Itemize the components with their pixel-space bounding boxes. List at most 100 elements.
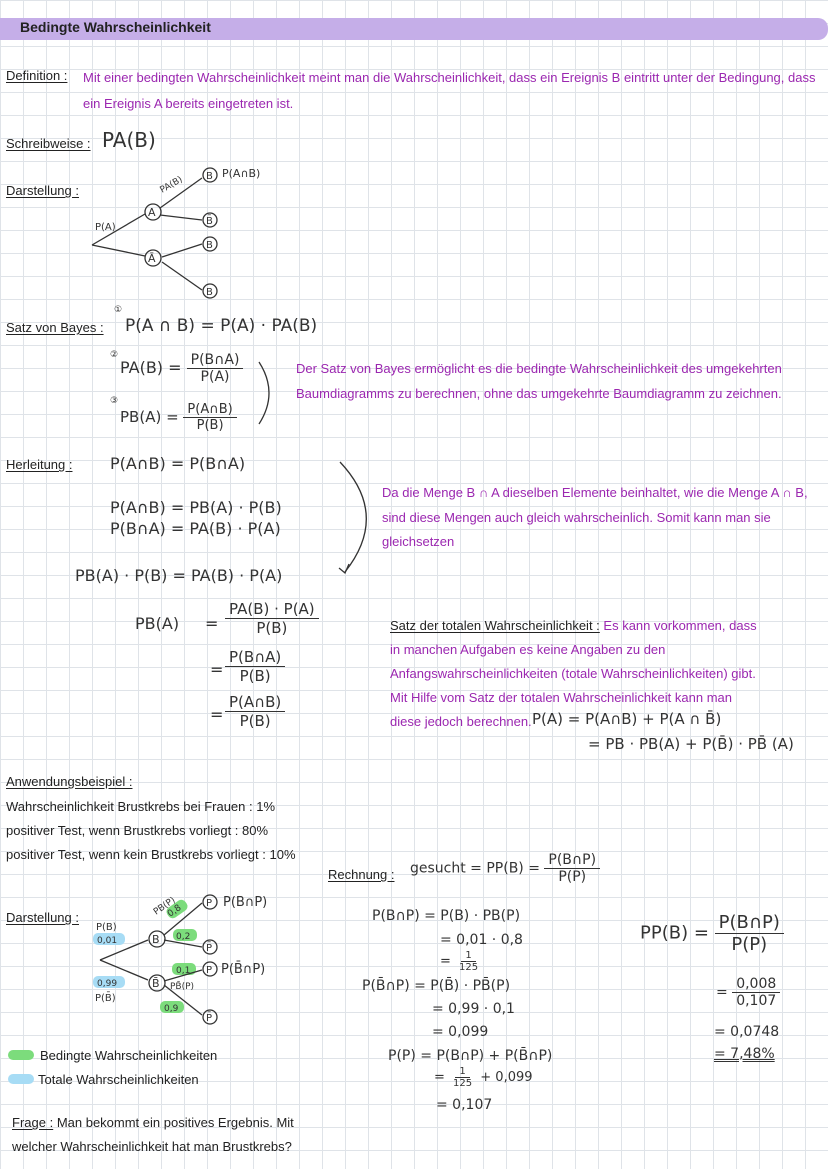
herleitung-line-4: PB(A) · P(B) = PA(B) · P(A) <box>75 566 283 585</box>
tree2-pbbar-val: 0,99 <box>97 979 117 989</box>
tree1-result: P(A∩B) <box>222 167 260 180</box>
tree1-node-b3: B <box>206 287 213 298</box>
totale-label: Satz der totalen Wahrscheinlichkeit : <box>390 618 600 633</box>
calc-line-5: = 0,99 · 0,1 <box>432 1001 515 1017</box>
totale-line-4: Mit Hilfe vom Satz der totalen Wahrschei… <box>390 690 732 705</box>
result-line-3: = 0,0748 <box>714 1024 780 1040</box>
calc-line-7: P(P) = P(B∩P) + P(B̄∩P) <box>388 1048 553 1064</box>
result2-den: 0,107 <box>736 993 777 1009</box>
tree2-pb-val: 0,01 <box>97 936 117 946</box>
herleitung-eq-1: = <box>205 614 219 633</box>
tree2-node-pbar: P̄ <box>206 941 212 954</box>
tree2-val-01: 0,1 <box>176 966 190 976</box>
calc-line-9: = 0,107 <box>436 1097 493 1113</box>
tree2-pbbar: P(B̄) <box>95 991 116 1004</box>
beispiel-line-3: positiver Test, wenn kein Brustkrebs vor… <box>6 847 296 862</box>
frage-t1: Man bekommt ein positives Ergebnis. Mit <box>56 1115 294 1130</box>
beispiel-line-2: positiver Test, wenn Brustkrebs vorliegt… <box>6 823 269 838</box>
tree2-node-p: P <box>206 898 212 909</box>
calc-line-6: = 0,099 <box>432 1024 489 1040</box>
bayes-f3-lhs: PB(A) = <box>120 408 179 426</box>
result-num: P(B∩P) <box>714 912 784 934</box>
darstellung-label: Darstellung : <box>6 183 79 198</box>
schreibweise-formula: PA(B) <box>102 128 156 152</box>
tree2-node-p2: P <box>206 965 212 976</box>
result-formula: PP(B) = P(B∩P)P(P) <box>640 912 784 955</box>
totale-line-2: in manchen Aufgaben es keine Angaben zu … <box>390 642 666 657</box>
bayes-note-1: Der Satz von Bayes ermöglicht es die bed… <box>296 361 782 376</box>
bayes-f2-num: P(B∩A) <box>186 352 244 369</box>
tree2-result-2: P(B̄∩P) <box>221 962 265 977</box>
tree2-pb: P(B) <box>96 922 117 933</box>
totale-line-5: diese jedoch berechnen. <box>390 714 532 729</box>
totale-formula-1: P(A) = P(A∩B) + P(A ∩ B̄) <box>532 710 722 728</box>
calc-c8-tail: + 0,099 <box>480 1070 533 1085</box>
definition-line-1: Mit einer bedingten Wahrscheinlichkeit m… <box>83 70 816 85</box>
herleitung-f1-num: PA(B) · P(A) <box>225 600 319 619</box>
bayes-f3-num: P(A∩B) <box>183 402 237 418</box>
herleitung-eq-3: = <box>210 705 224 724</box>
herleitung-frac-3: P(A∩B)P(B) <box>225 693 286 730</box>
bayes-marker-2: ② <box>110 350 119 360</box>
bayes-label: Satz von Bayes : <box>6 320 104 335</box>
tree-diagram-1: P(A) PA(B) A B B̄ Ā B B P(A∩B) <box>91 167 260 299</box>
herleitung-line-2: P(A∩B) = PB(A) · P(B) <box>110 498 282 517</box>
herleitung-note-2: sind diese Mengen auch gleich wahrschein… <box>382 510 771 525</box>
tree2-node-pbar2: P̄ <box>206 1011 212 1024</box>
bayes-marker-3: ③ <box>110 396 119 406</box>
result-den: P(P) <box>731 934 768 955</box>
herleitung-arrow <box>338 461 367 575</box>
herleitung-f2-den: P(B) <box>239 667 271 685</box>
bayes-formula-3: PB(A) = P(A∩B)P(B) <box>120 402 237 433</box>
bayes-marker-1: ① <box>114 305 123 315</box>
calc-c3-num: 1 <box>461 950 476 962</box>
definition-label: Definition : <box>6 68 68 83</box>
tree1-node-b: B <box>206 171 213 182</box>
tree2-val-02: 0,2 <box>176 932 190 942</box>
herleitung-lhs: PB(A) <box>135 614 180 633</box>
tree2-val-09: 0,9 <box>164 1004 179 1014</box>
result2-num: 0,008 <box>732 976 781 993</box>
frage-line-2: welcher Wahrscheinlichkeit hat man Brust… <box>12 1139 292 1154</box>
herleitung-f3-den: P(B) <box>239 712 271 730</box>
gesucht-den: P(P) <box>558 869 587 885</box>
rechnung-label: Rechnung : <box>328 867 395 882</box>
bayes-formula-1: P(A ∩ B) = P(A) · PA(B) <box>125 316 318 336</box>
legend-green-swatch <box>8 1050 34 1060</box>
herleitung-line-3: P(B∩A) = PA(B) · P(A) <box>110 519 281 538</box>
tree2-pbbarp: PB̄(P) <box>170 980 194 992</box>
tree1-node-a: A <box>148 206 156 219</box>
page-title: Bedingte Wahrscheinlichkeit <box>20 19 211 35</box>
beispiel-line-1: Wahrscheinlichkeit Brustkrebs bei Frauen… <box>6 799 276 814</box>
legend-blue-label: Totale Wahrscheinlichkeiten <box>38 1072 199 1087</box>
frage-line-1: Frage : Man bekommt ein positives Ergebn… <box>12 1111 294 1134</box>
gesucht-lhs: gesucht = PP(B) = <box>410 860 540 877</box>
herleitung-label: Herleitung : <box>6 457 73 472</box>
legend-green-label: Bedingte Wahrscheinlichkeiten <box>40 1048 218 1063</box>
herleitung-line-1: P(A∩B) = P(B∩A) <box>110 454 246 473</box>
tree1-node-abar: Ā <box>148 252 156 265</box>
herleitung-note-1: Da die Menge B ∩ A dieselben Elemente be… <box>382 485 808 500</box>
bayes-f2-lhs: PA(B) = <box>120 358 182 377</box>
herleitung-note-3: gleichsetzen <box>382 534 455 549</box>
legend-blue-swatch <box>8 1074 34 1084</box>
tree2-node-b: B <box>152 933 160 946</box>
bayes-bracket <box>258 361 270 425</box>
totale-t1: Es kann vorkommen, dass <box>603 618 757 633</box>
schreibweise-label: Schreibweise : <box>6 136 91 151</box>
calc-c8-num: 1 <box>455 1066 470 1078</box>
title-bar <box>0 18 828 40</box>
tree1-label-pab: PA(B) <box>159 175 185 196</box>
bayes-f2-den: P(A) <box>200 369 230 385</box>
result-lhs: PP(B) = <box>640 922 709 944</box>
calc-c8-den: 125 <box>453 1078 473 1089</box>
tree2-result-1: P(B∩P) <box>223 895 267 910</box>
beispiel-label: Anwendungsbeispiel : <box>6 774 133 789</box>
herleitung-f2-num: P(B∩A) <box>225 648 286 667</box>
gesucht-num: P(B∩P) <box>544 852 601 869</box>
herleitung-f1-den: P(B) <box>256 619 288 637</box>
herleitung-frac-2: P(B∩A)P(B) <box>225 648 286 685</box>
definition-line-2: ein Ereignis A bereits eingetreten ist. <box>83 96 294 111</box>
